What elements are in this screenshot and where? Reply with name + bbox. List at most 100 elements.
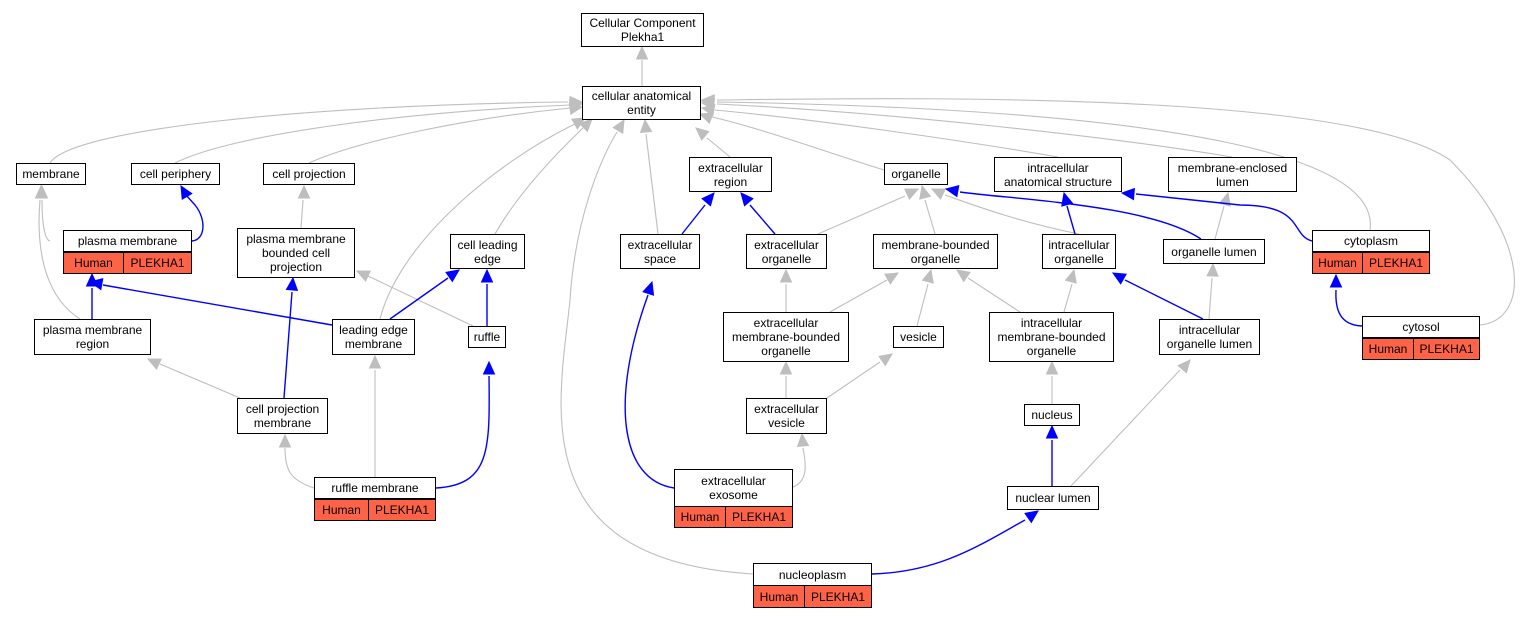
tag-gene: PLEKHA1 xyxy=(725,506,793,528)
node-ruffle-membrane[interactable]: ruffle membrane xyxy=(314,477,436,499)
edge-mbo-organelle xyxy=(924,199,936,235)
node-organelle[interactable]: organelle xyxy=(884,163,948,185)
edge-cytosol-cytoplasm xyxy=(1335,289,1363,327)
tag-human: Human xyxy=(1312,252,1363,274)
node-cellular-anatomical-entity[interactable]: cellular anatomical entity xyxy=(582,86,701,120)
tag-gene: PLEKHA1 xyxy=(123,252,192,274)
arrowhead-iol-organelle-lumen xyxy=(1206,262,1219,277)
arrowhead-lem-cell-leading-edge xyxy=(445,269,460,283)
edge-exosome-extracellular-space xyxy=(624,294,675,489)
node-cytosol[interactable]: cytosol xyxy=(1362,316,1480,338)
edge-cpm-pmbcp xyxy=(283,291,293,399)
edge-ev-vesicle xyxy=(826,361,881,399)
edge-cell-periphery-cae xyxy=(174,104,571,164)
node-intracellular-mb-organelle[interactable]: intracellular membrane-bounded organelle xyxy=(989,312,1114,362)
node-organelle-lumen[interactable]: organelle lumen xyxy=(1163,239,1265,264)
arrowhead-embo-mbo xyxy=(884,272,900,285)
edge-iol-organelle-lumen xyxy=(1208,277,1213,320)
edge-leading-edge-membrane-cae xyxy=(379,123,576,320)
edge-membrane-enclosed-lumen-cae xyxy=(716,103,1233,158)
node-nucleus[interactable]: nucleus xyxy=(1024,404,1080,426)
node-ruffle[interactable]: ruffle xyxy=(468,326,506,348)
node-nucleoplasm[interactable]: nucleoplasm xyxy=(753,563,872,586)
arrowhead-vesicle-mbo xyxy=(921,268,934,284)
arrowhead-ruffle-membrane-cpm xyxy=(278,433,292,448)
node-plasma-membrane[interactable]: plasma membrane xyxy=(63,230,192,252)
edge-cell-leading-edge-cae xyxy=(494,127,584,235)
edge-pmbcp-cell-projection xyxy=(300,199,304,229)
arrowhead-extracellular-organelle-organelle xyxy=(904,188,920,200)
node-cell-projection-membrane[interactable]: cell projection membrane xyxy=(237,398,328,434)
tag-gene: PLEKHA1 xyxy=(368,499,436,521)
arrowhead-cell-projection-cae xyxy=(568,102,584,115)
arrowhead-ruffle-pmbcp xyxy=(355,270,371,282)
edge-es-extracellular-region xyxy=(681,204,706,235)
edge-organelle-lumen-organelle xyxy=(959,191,1202,240)
edge-intracellular-organelle-organelle xyxy=(944,194,1080,235)
arrowhead-ruffle-cle xyxy=(480,268,494,283)
edge-plasma-membrane-membrane xyxy=(41,199,51,242)
arrowhead-cpm-pmr xyxy=(146,358,162,370)
arrowhead-nuclear-lumen-iol xyxy=(1177,359,1191,374)
edge-nucleoplasm-nuclear-lumen xyxy=(871,519,1026,575)
node-intracellular-anatomical-structure[interactable]: intracellular anatomical structure xyxy=(994,157,1122,192)
node-extracellular-exosome[interactable]: extracellular exosome xyxy=(674,469,793,507)
node-intracellular-organelle-lumen[interactable]: intracellular organelle lumen xyxy=(1159,319,1260,355)
node-plasma-membrane-region[interactable]: plasma membrane region xyxy=(34,319,151,355)
arrowhead-pmr-membrane xyxy=(34,184,48,199)
arrowhead-embo-extracellular-organelle xyxy=(779,268,793,283)
node-cellular-component-root[interactable]: Cellular Component Plekha1 xyxy=(581,13,704,47)
arrowhead-extracellular-space-cae xyxy=(639,118,653,133)
edge-extracellular-region-cae xyxy=(706,137,731,158)
arrowhead-imbo-intracellular-organelle xyxy=(1064,268,1077,284)
node-membrane-bounded-organelle[interactable]: membrane-bounded organelle xyxy=(873,234,998,269)
arrowhead-organelle-lumen-organelle xyxy=(944,184,960,198)
arrowhead-nucleoplasm-nuclear-lumen xyxy=(1024,510,1039,524)
edge-nucleoplasm-cae xyxy=(560,131,754,575)
node-nuclear-lumen[interactable]: nuclear lumen xyxy=(1007,486,1099,510)
node-membrane-enclosed-lumen[interactable]: membrane-enclosed lumen xyxy=(1168,157,1297,192)
edge-intracellular-as-cae xyxy=(714,109,1059,158)
node-extracellular-organelle[interactable]: extracellular organelle xyxy=(746,234,827,269)
arrowhead-pm-cell-periphery xyxy=(180,184,193,200)
node-cell-projection[interactable]: cell projection xyxy=(263,163,355,185)
node-membrane[interactable]: membrane xyxy=(16,163,86,185)
edge-ruffle-membrane-ruffle xyxy=(435,375,490,489)
node-extracellular-vesicle[interactable]: extracellular vesicle xyxy=(746,398,827,434)
arrowhead-iol-io xyxy=(1111,272,1127,285)
node-intracellular-organelle[interactable]: intracellular organelle xyxy=(1042,234,1116,269)
arrowhead-lem-pm xyxy=(88,277,104,291)
edge-nuclear-lumen-iol xyxy=(1070,369,1181,487)
edge-cpm-pmr xyxy=(159,363,241,399)
arrowhead-cytosol-cae xyxy=(700,94,715,107)
node-pm-bounded-cell-projection[interactable]: plasma membrane bounded cell projection xyxy=(237,228,355,278)
edge-imbo-intracellular-organelle xyxy=(1063,283,1073,313)
arrowhead-ruffle-membrane-lem xyxy=(368,354,382,369)
arrowhead-pmbcp-cell-projection xyxy=(297,184,311,199)
node-cytoplasm[interactable]: cytoplasm xyxy=(1312,230,1430,252)
arrowhead-nucleus-imbo xyxy=(1045,360,1059,375)
edge-cytosol-cae xyxy=(716,98,1515,326)
tag-gene: PLEKHA1 xyxy=(1413,338,1480,360)
arrowhead-imbo-mbo xyxy=(956,269,971,283)
tag-human: Human xyxy=(314,499,369,521)
node-extracellular-space[interactable]: extracellular space xyxy=(620,234,700,269)
edge-embo-mbo xyxy=(829,279,888,313)
arrowhead-es-extracellular-region xyxy=(701,192,715,207)
node-extracellular-mb-organelle[interactable]: extracellular membrane-bounded organelle xyxy=(723,312,849,362)
edge-iol-io xyxy=(1124,279,1204,320)
node-vesicle[interactable]: vesicle xyxy=(893,326,944,348)
arrowhead-cpm-pmbcp xyxy=(285,276,299,291)
arrowhead-exosome-extracellular-space xyxy=(642,280,655,296)
edge-ruffle-membrane-cpm xyxy=(284,447,315,489)
edge-membrane-cae xyxy=(49,101,569,164)
arrowhead-cytoplasm-ias xyxy=(1120,187,1135,201)
node-leading-edge-membrane[interactable]: leading edge membrane xyxy=(332,319,415,355)
edge-cytoplasm-cae xyxy=(716,101,1371,231)
tag-human: Human xyxy=(1362,338,1414,360)
node-extracellular-region[interactable]: extracellular region xyxy=(689,157,772,192)
node-cell-leading-edge[interactable]: cell leading edge xyxy=(450,234,525,269)
tag-human: Human xyxy=(63,252,124,274)
node-cell-periphery[interactable]: cell periphery xyxy=(131,163,220,185)
arrowhead-nuclear-lumen-nucleus xyxy=(1045,424,1059,439)
